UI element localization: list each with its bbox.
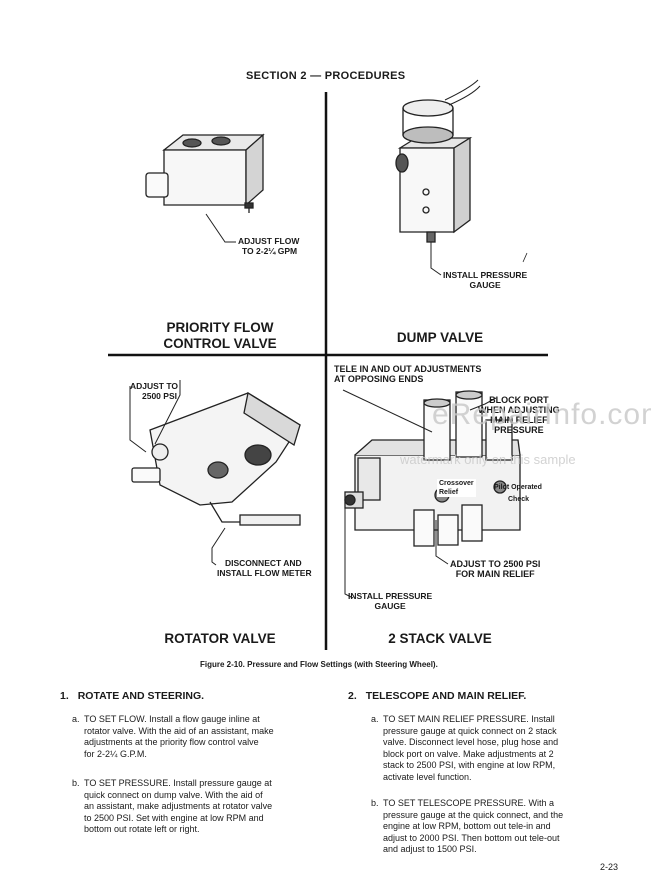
section-1-heading: 1. ROTATE AND STEERING. bbox=[60, 690, 204, 702]
item-letter: b. bbox=[371, 798, 379, 808]
item-letter: a. bbox=[371, 714, 379, 724]
adjust-flow-callout: ADJUST FLOW TO 2-2¼ GPM bbox=[238, 236, 299, 256]
priority-flow-title: PRIORITY FLOW CONTROL VALVE bbox=[140, 320, 300, 352]
section-2-item-a: a. TO SET MAIN RELIEF PRESSURE. Install … bbox=[371, 714, 609, 784]
item-text: TO SET MAIN RELIEF PRESSURE. Install pre… bbox=[383, 714, 609, 784]
text-line: adjustments at the priority flow control… bbox=[84, 737, 259, 748]
section-2-item-b: b. TO SET TELESCOPE PRESSURE. With a pre… bbox=[371, 798, 609, 856]
dump-valve-drawing bbox=[395, 79, 528, 276]
stack-valve-title: 2 STACK VALVE bbox=[388, 631, 492, 646]
callout-line: DISCONNECT AND bbox=[225, 558, 302, 568]
item-letter: a. bbox=[72, 714, 80, 724]
text-line: bottom out rotate left or right. bbox=[84, 824, 200, 835]
item-text: TO SET FLOW. Install a flow gauge inline… bbox=[84, 714, 320, 760]
section-heading-text: TELESCOPE AND MAIN RELIEF. bbox=[365, 690, 527, 702]
text-line: pressure gauge at quick connect on 2 sta… bbox=[383, 725, 557, 736]
callout-line: WHEN ADJUSTING bbox=[478, 405, 560, 415]
callout-line: ADJUST TO 2500 PSI bbox=[450, 559, 541, 569]
label-line: Pilot Operated bbox=[494, 484, 542, 491]
callout-line: INSTALL FLOW METER bbox=[217, 568, 312, 578]
item-letter: b. bbox=[72, 778, 80, 788]
stack-pressure-gauge-callout: INSTALL PRESSURE GAUGE bbox=[348, 591, 432, 611]
figure-caption: Figure 2-10. Pressure and Flow Settings … bbox=[200, 660, 438, 669]
item-text: TO SET PRESSURE. Install pressure gauge … bbox=[84, 778, 320, 836]
text-line: engine at low RPM, bottom out tele-in an… bbox=[383, 821, 551, 832]
text-line: for 2-2¼ G.P.M. bbox=[84, 748, 147, 759]
text-line: TO SET MAIN RELIEF PRESSURE. Install bbox=[383, 714, 555, 724]
section-number: 2. bbox=[348, 690, 357, 702]
label-line: Relief bbox=[439, 489, 459, 496]
text-line: TO SET TELESCOPE PRESSURE. With a bbox=[383, 798, 555, 808]
watermark-subtext: watermark only on this sample bbox=[400, 452, 576, 467]
callout-line: ADJUST TO bbox=[130, 381, 179, 391]
callout-line: GAUGE bbox=[374, 601, 406, 611]
rotator-valve-drawing bbox=[129, 380, 301, 566]
title-line: PRIORITY FLOW bbox=[166, 320, 274, 335]
section-heading-text: ROTATE AND STEERING. bbox=[77, 690, 205, 702]
pilot-operated-check-label: Pilot Operated Check bbox=[494, 482, 542, 506]
text-line: stack to 2500 PSI, with engine at low RP… bbox=[383, 760, 556, 771]
callout-line: TELE IN AND OUT ADJUSTMENTS bbox=[334, 364, 482, 374]
text-line: and adjust to 1500 PSI. bbox=[383, 844, 477, 855]
stack-valve-drawing bbox=[342, 389, 521, 599]
text-line: TO SET FLOW. Install a flow gauge inline… bbox=[84, 714, 260, 724]
crossover-relief-label: Crossover Relief bbox=[437, 479, 476, 497]
title-line: CONTROL VALVE bbox=[163, 336, 277, 351]
text-line: rotator valve. With the aid of an assist… bbox=[84, 725, 274, 736]
dump-valve-title: DUMP VALVE bbox=[396, 330, 484, 345]
text-line: pressure gauge at the quick connect, and… bbox=[383, 809, 564, 820]
section-2-heading: 2. TELESCOPE AND MAIN RELIEF. bbox=[348, 690, 526, 702]
disconnect-flow-meter-callout: DISCONNECT AND INSTALL FLOW METER bbox=[217, 558, 312, 578]
text-line: an assistant, make adjustments at rotato… bbox=[84, 801, 273, 812]
label-line: Check bbox=[508, 496, 530, 503]
label-line: Crossover bbox=[439, 480, 474, 487]
callout-line: INSTALL PRESSURE bbox=[443, 270, 528, 280]
watermark-text: eRepairInfo.com bbox=[432, 398, 651, 431]
section-1-item-a: a. TO SET FLOW. Install a flow gauge inl… bbox=[72, 714, 320, 760]
text-line: adjust to 2000 PSI. Then bottom out tele… bbox=[383, 832, 560, 843]
rotator-valve-title: ROTATOR VALVE bbox=[164, 631, 276, 646]
section-title: SECTION 2 — PROCEDURES bbox=[246, 70, 406, 82]
item-text: TO SET TELESCOPE PRESSURE. With a pressu… bbox=[383, 798, 609, 856]
callout-line: GAUGE bbox=[469, 280, 501, 290]
callout-line: 2500 PSI bbox=[142, 391, 177, 401]
text-line: TO SET PRESSURE. Install pressure gauge … bbox=[84, 778, 272, 788]
text-line: valve. Disconnect level hose, plug hose … bbox=[383, 737, 559, 748]
text-line: block port on valve. Make adjustments at… bbox=[383, 748, 554, 759]
adjust-to-2500-callout: ADJUST TO 2500 PSI bbox=[130, 381, 178, 401]
callout-line: AT OPPOSING ENDS bbox=[334, 374, 424, 384]
callout-line: TO 2-2¼ GPM bbox=[242, 246, 298, 256]
adjust-main-relief-callout: ADJUST TO 2500 PSI FOR MAIN RELIEF bbox=[450, 559, 540, 579]
install-pressure-gauge-callout: INSTALL PRESSURE GAUGE bbox=[443, 270, 527, 290]
text-line: to 2500 PSI. Set with engine at low RPM … bbox=[84, 812, 264, 823]
callout-line: FOR MAIN RELIEF bbox=[455, 569, 535, 579]
section-1-item-b: b. TO SET PRESSURE. Install pressure gau… bbox=[72, 778, 320, 836]
block-port-callout: BLOCK PORT WHEN ADJUSTING MAIN RELIEF PR… bbox=[478, 395, 560, 435]
callout-line: ADJUST FLOW bbox=[238, 236, 300, 246]
tele-adjustments-callout: TELE IN AND OUT ADJUSTMENTS AT OPPOSING … bbox=[334, 364, 481, 384]
callout-line: MAIN RELIEF bbox=[490, 415, 548, 425]
callout-line: BLOCK PORT bbox=[489, 395, 549, 405]
priority-valve-drawing bbox=[145, 133, 265, 243]
callout-line: INSTALL PRESSURE bbox=[348, 591, 433, 601]
page-number: 2-23 bbox=[600, 862, 619, 872]
text-line: quick connect on dump valve. With the ai… bbox=[84, 789, 263, 800]
section-number: 1. bbox=[60, 690, 69, 702]
text-line: activate level function. bbox=[383, 771, 472, 782]
callout-line: PRESSURE bbox=[494, 425, 544, 435]
